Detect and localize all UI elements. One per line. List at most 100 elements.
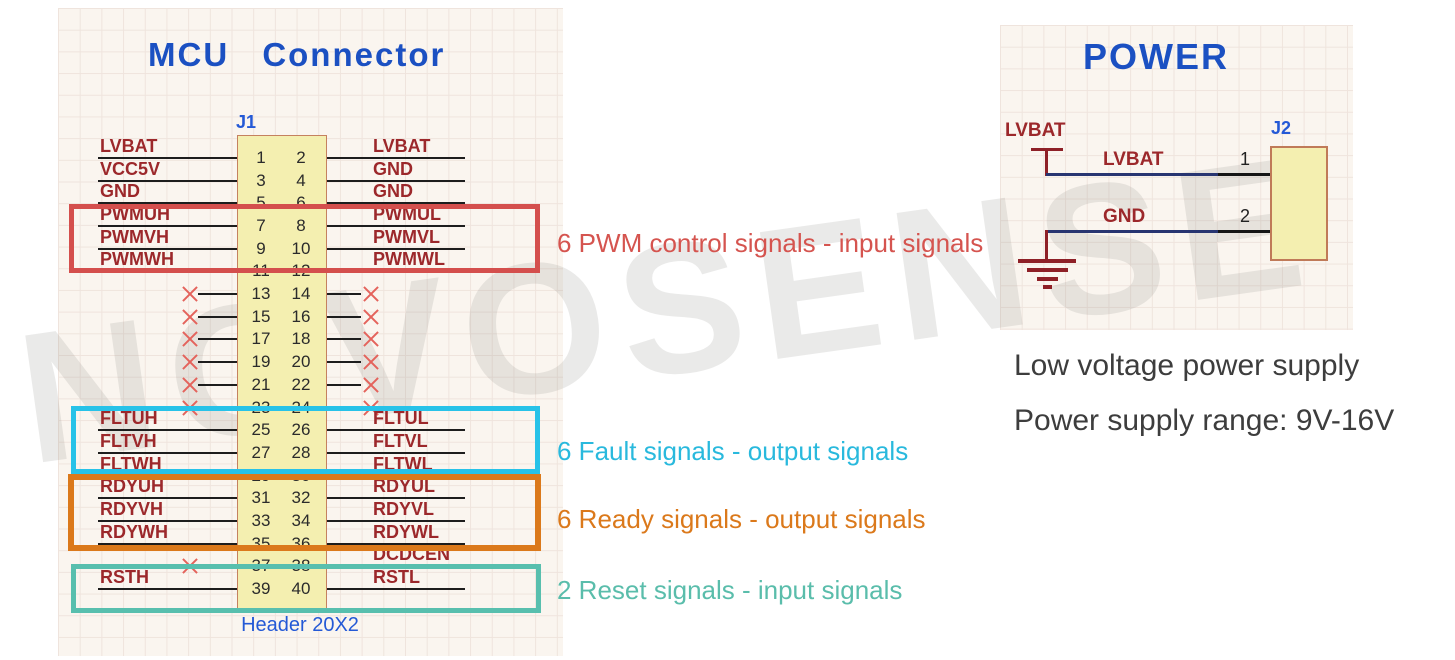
net-label-right: FLTVL <box>373 431 428 451</box>
wire-right <box>327 361 361 363</box>
wire-left <box>98 429 237 431</box>
no-connect-x-icon <box>362 308 380 326</box>
pin-row: GND 5 6 GND <box>0 182 600 215</box>
pin-number-left: 27 <box>251 443 271 462</box>
net-label-right: RDYWL <box>373 522 439 542</box>
j1-connector-body <box>237 135 327 612</box>
wire-right <box>327 157 465 159</box>
j2-connector-body <box>1270 146 1328 261</box>
pin-row: PWMUH 7 8 PWMUL <box>0 205 600 238</box>
net-label-left: PWMUH <box>100 204 170 224</box>
net-label-left: LVBAT <box>100 136 158 156</box>
pin-row: PWMVH 9 10 PWMVL <box>0 228 600 261</box>
pin-row-no-connect: 17 18 <box>0 327 600 351</box>
pin-number-right: 32 <box>291 488 311 507</box>
j2-refdes-label: J2 <box>1271 118 1292 138</box>
wire-left <box>198 293 237 295</box>
pin-row-no-connect: 15 16 <box>0 305 600 329</box>
power-port-stem <box>1045 148 1048 176</box>
annotation-fault-signals: 6 Fault signals - output signals <box>557 436 909 466</box>
pin-row: FLTUH 25 26 FLTUL <box>0 409 600 442</box>
net-label-right: PWMVL <box>373 227 440 247</box>
power-title: POWER <box>1083 36 1230 77</box>
fault-group-box <box>71 406 540 474</box>
wire-left <box>98 180 237 182</box>
ground-stem <box>1045 230 1048 261</box>
net-label-right: PWMUL <box>373 204 441 224</box>
wire-right <box>327 588 465 590</box>
no-connect-x-icon <box>181 285 199 303</box>
pin-number-right: 40 <box>291 579 311 598</box>
wire-left <box>198 384 237 386</box>
no-connect-x-icon <box>181 330 199 348</box>
net-label-left: VCC5V <box>100 159 161 179</box>
pin-number-left: 21 <box>251 375 271 394</box>
net-label-right: PWMWL <box>373 249 445 269</box>
j1-footprint-label: Header 20X2 <box>241 614 359 636</box>
wire-left <box>98 497 237 499</box>
pin-number-left: 13 <box>251 284 271 303</box>
pin-number-right: 2 <box>296 148 306 167</box>
net-label-gnd: GND <box>1103 206 1146 227</box>
pin-number-left: 33 <box>251 511 271 530</box>
annotation-reset-signals: 2 Reset signals - input signals <box>557 575 903 605</box>
pin-number-right: 18 <box>291 329 311 348</box>
wire-right <box>327 316 361 318</box>
annotation-ready-signals: 6 Ready signals - output signals <box>557 504 926 534</box>
net-label-left: FLTVH <box>100 431 157 451</box>
pin-number-left: 17 <box>251 329 271 348</box>
net-label-left: RDYWH <box>100 522 168 542</box>
wire-left <box>98 248 237 250</box>
pin-number-left: 7 <box>256 216 266 235</box>
wire-right <box>327 543 465 545</box>
pin-number-right: 10 <box>291 239 311 258</box>
wire-right <box>327 384 361 386</box>
wire-right <box>327 429 465 431</box>
pin-number-left: 5 <box>256 193 266 212</box>
wire-left <box>198 361 237 363</box>
net-label-left: GND <box>100 181 140 201</box>
pin-number-right: 8 <box>296 216 306 235</box>
wire-left <box>98 157 237 159</box>
pin-row: LVBAT 1 2 LVBAT <box>0 137 600 170</box>
annotation-pwm-signals: 6 PWM control signals - input signals <box>557 228 984 258</box>
j2-pin1-number: 1 <box>1239 149 1250 169</box>
pin-number-right: 34 <box>291 511 311 530</box>
pin-row: FLTVH 27 28 FLTVL <box>0 432 600 465</box>
net-label-left: RSTH <box>100 567 149 587</box>
no-connect-x-icon <box>362 376 380 394</box>
no-connect-x-icon <box>181 308 199 326</box>
pin-row-no-connect: 19 20 <box>0 350 600 374</box>
net-label-left: FLTUH <box>100 408 158 428</box>
lvbat-wire <box>1046 173 1218 176</box>
pin-number-right: 26 <box>291 420 311 439</box>
wire-left <box>198 316 237 318</box>
pin-number-left: 9 <box>256 239 266 258</box>
ready-group-box <box>68 474 541 551</box>
wire-left <box>98 588 237 590</box>
net-label-right: GND <box>373 181 413 201</box>
j1-refdes-label: J1 <box>236 112 257 132</box>
pin-number-left: 1 <box>256 148 266 167</box>
pin-number-left: 25 <box>251 420 271 439</box>
wire-right <box>327 180 465 182</box>
pin-number-left: 39 <box>251 579 271 598</box>
wire-left <box>98 520 237 522</box>
pin-row-no-connect: 21 22 <box>0 373 600 397</box>
no-connect-x-icon <box>181 376 199 394</box>
lvbat-power-port-label: LVBAT <box>1005 120 1066 141</box>
pin-row: RDYVH 33 34 RDYVL <box>0 500 600 533</box>
net-label-right: RDYUL <box>373 476 435 496</box>
power-note-line2: Power supply range: 9V-16V <box>1014 404 1395 437</box>
wire-right <box>327 248 465 250</box>
wire-right <box>327 225 465 227</box>
gnd-wire <box>1046 230 1218 233</box>
ground-icon <box>1043 285 1052 289</box>
j2-pin1-stub <box>1218 173 1270 176</box>
wire-right <box>327 202 465 204</box>
pin-number-right: 16 <box>291 307 311 326</box>
no-connect-x-icon <box>362 285 380 303</box>
net-label-lvbat: LVBAT <box>1103 149 1164 170</box>
pin-number-left: 3 <box>256 171 266 190</box>
